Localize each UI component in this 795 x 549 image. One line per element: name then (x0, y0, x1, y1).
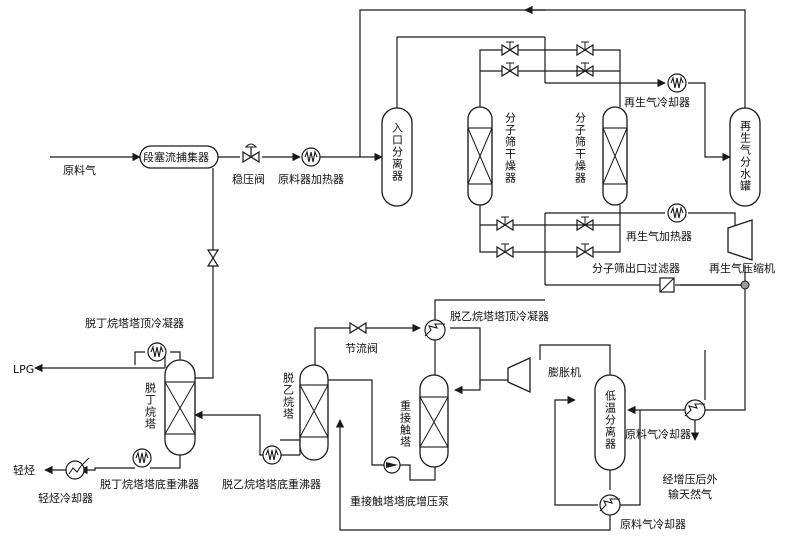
dryer-valve-8 (576, 243, 594, 258)
regen-compressor-icon (727, 219, 753, 261)
ms-dryer-1 (467, 106, 493, 206)
label-recontact-pump: 重接触塔塔底增压泵 (350, 494, 449, 508)
dryer-valve-1 (501, 41, 519, 56)
label-debutanizer-condenser: 脱丁烷塔塔顶冷凝器 (85, 316, 184, 330)
label-light-hc-cooler: 轻烃冷却器 (38, 491, 93, 505)
deethanizer (299, 364, 329, 461)
label-throttle-valve: 节流阀 (345, 341, 378, 355)
dryer-valve-6 (576, 216, 594, 231)
label-ms-dryer-2: 分子筛干燥器 (574, 112, 587, 184)
label-regen-cooler: 再生气冷却器 (624, 95, 690, 109)
label-export-gas: 经增压后外输天然气 (662, 473, 718, 501)
inlet-separator (381, 107, 413, 207)
label-feed-cooler-2: 原料气冷却器 (620, 517, 686, 531)
label-debutanizer-reboiler: 脱丁烷塔塔底重沸器 (100, 477, 199, 491)
recontact-tower (419, 374, 449, 468)
label-feed-cooler-1: 原料气冷却器 (625, 427, 691, 441)
label-feed-gas: 原料气 (63, 163, 96, 177)
label-expander: 膨胀机 (548, 365, 581, 379)
debutanizer-reboiler-icon (132, 448, 152, 468)
light-hc-cooler-icon (65, 457, 90, 480)
label-pressure-valve: 稳压阀 (232, 172, 265, 186)
label-debutanizer: 脱丁烷塔 (144, 381, 157, 430)
label-regen-separator: 再生气分水罐 (739, 120, 752, 192)
regen-separator (729, 107, 761, 207)
regen-heater-icon (667, 203, 687, 223)
label-regen-heater: 再生气加热器 (626, 229, 692, 243)
deethanizer-condenser-icon (424, 319, 446, 341)
debutanizer-condenser-icon (147, 342, 167, 362)
lowtemp-separator (594, 374, 626, 471)
regen-cooler-icon (667, 73, 687, 93)
label-ms-dryer-1: 分子筛干燥器 (504, 112, 517, 184)
deethanizer-reboiler-icon (262, 445, 282, 465)
pressure-valve-icon (242, 143, 260, 163)
label-deethanizer-condenser: 脱乙烷塔塔顶冷凝器 (450, 309, 549, 323)
label-light-hc: 轻烃 (13, 463, 35, 477)
throttle-valve-icon (349, 322, 367, 334)
label-lowtemp-separator: 低温分离器 (604, 390, 617, 450)
debutanizer (164, 359, 196, 456)
piping (34, 5, 746, 531)
label-deethanizer: 脱乙烷塔 (282, 371, 295, 420)
feed-cooler-1-icon (684, 399, 706, 421)
dryer-valve-5 (496, 216, 514, 231)
expander-icon (507, 356, 531, 394)
label-deethanizer-reboiler: 脱乙烷塔塔底重沸器 (222, 477, 321, 491)
ms-outlet-filter-icon (659, 277, 675, 293)
ms-dryer-2 (602, 106, 628, 206)
label-lpg: LPG (13, 363, 34, 376)
label-ms-outlet-filter: 分子筛出口过滤器 (592, 261, 680, 275)
vertical-valve-icon (207, 249, 219, 267)
label-inlet-separator: 入口分离器 (391, 122, 404, 182)
recontact-pump-icon (383, 456, 401, 474)
label-recontact-tower: 重接触塔 (399, 399, 412, 448)
label-feed-heater: 原料器加热器 (278, 172, 344, 186)
label-slug-catcher: 段塞流捕集器 (143, 150, 209, 164)
label-export-gas-wrap: 经增压后外输天然气 (662, 473, 718, 501)
dryer-valve-7 (496, 243, 514, 258)
label-regen-compressor: 再生气压缩机 (709, 261, 775, 275)
slug-catcher (139, 145, 219, 169)
dryer-valve-4 (576, 62, 594, 77)
junction-node (740, 280, 750, 290)
dryer-valve-3 (501, 62, 519, 77)
feed-cooler-2-icon (599, 494, 621, 516)
feed-heater-icon (301, 147, 321, 167)
dryer-valve-2 (576, 41, 594, 56)
